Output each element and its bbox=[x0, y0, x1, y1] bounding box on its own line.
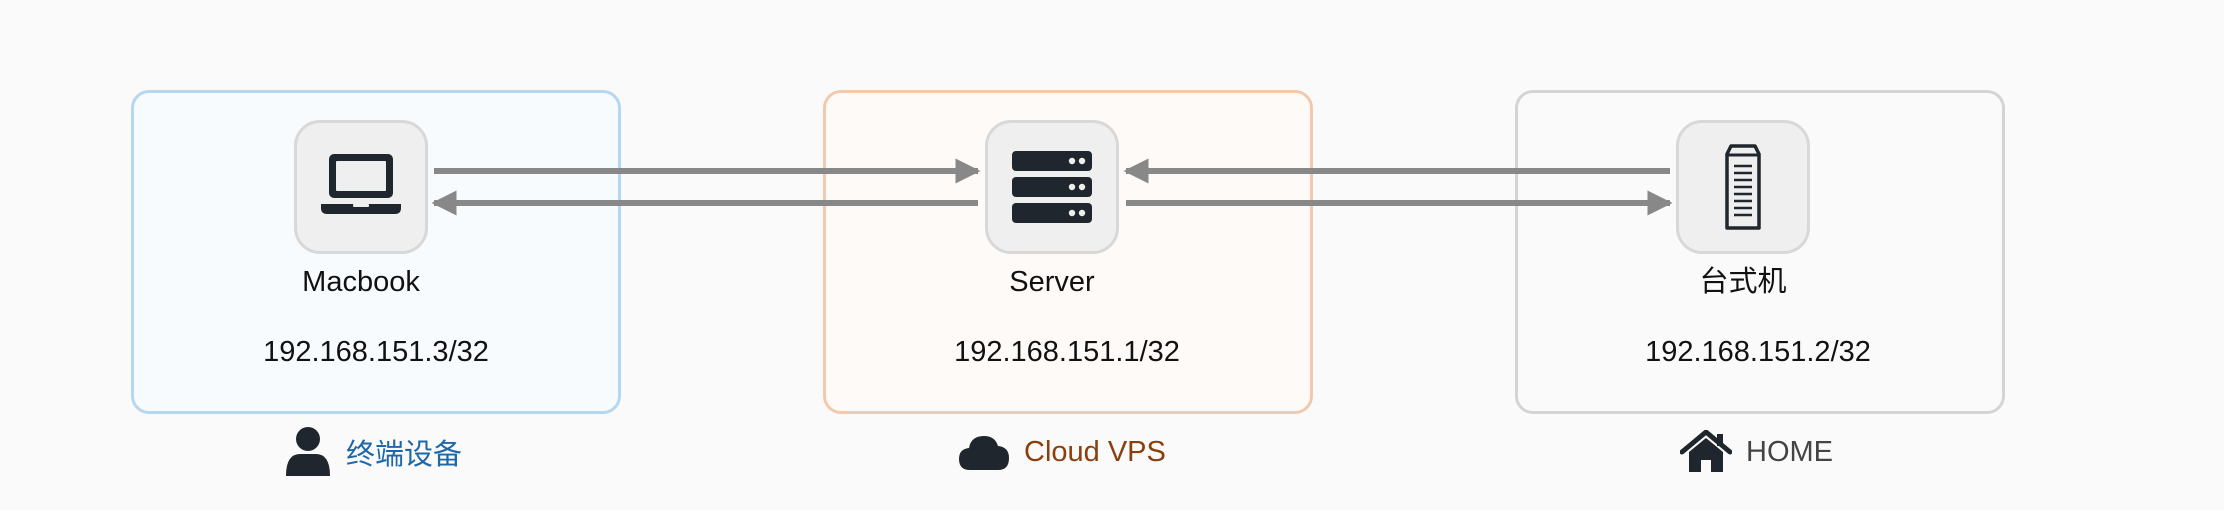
user-icon bbox=[286, 427, 330, 476]
server-label: Server bbox=[1009, 266, 1095, 298]
server-icon bbox=[1012, 151, 1092, 223]
cloud-icon bbox=[959, 436, 1009, 470]
home-group-title: HOME bbox=[1680, 428, 1833, 476]
vps-group-label: Cloud VPS bbox=[1024, 435, 1166, 468]
home-group-label: HOME bbox=[1746, 435, 1833, 468]
server-node[interactable] bbox=[985, 120, 1119, 254]
vps-group-title: Cloud VPS bbox=[958, 428, 1166, 476]
desktop-label: 台式机 bbox=[1699, 266, 1787, 298]
laptop-icon bbox=[321, 154, 401, 214]
macbook-ip: 192.168.151.3/32 bbox=[263, 336, 489, 368]
macbook-label: Macbook bbox=[302, 266, 420, 298]
desktop-ip: 192.168.151.2/32 bbox=[1645, 336, 1871, 368]
desktop-tower-icon bbox=[1725, 144, 1761, 230]
home-icon bbox=[1680, 430, 1732, 472]
endpoint-group-title: 终端设备 bbox=[284, 427, 463, 476]
endpoint-group-label: 终端设备 bbox=[346, 439, 463, 471]
macbook-node[interactable] bbox=[294, 120, 428, 254]
server-ip: 192.168.151.1/32 bbox=[954, 336, 1180, 368]
desktop-node[interactable] bbox=[1676, 120, 1810, 254]
